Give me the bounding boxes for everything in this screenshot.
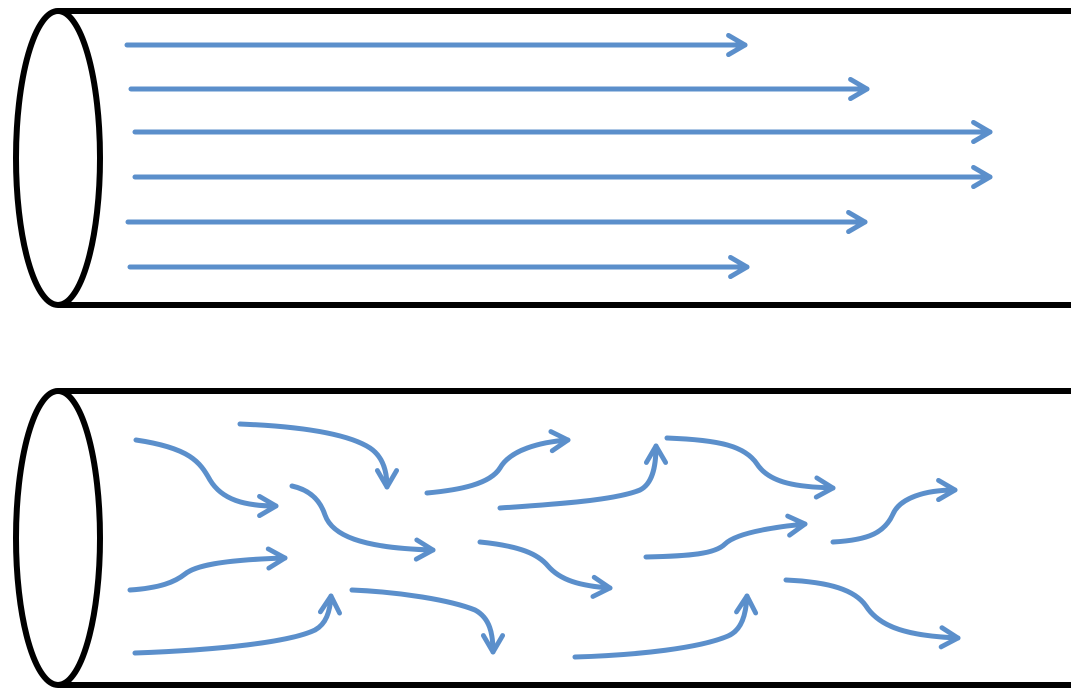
pipe-body	[13, 8, 1071, 308]
turbulent-arrow	[132, 593, 342, 656]
laminar-pipe	[13, 8, 1071, 308]
turbulent-arrow	[497, 443, 669, 511]
turbulent-arrow	[349, 587, 506, 655]
turbulent-arrow	[783, 577, 961, 650]
turbulent-arrow	[133, 437, 279, 519]
pipe-body	[13, 388, 1071, 688]
turbulent-arrow	[477, 539, 613, 599]
turbulent-arrow	[830, 477, 958, 545]
turbulent-arrow	[664, 435, 836, 500]
turbulent-arrow	[289, 483, 436, 562]
turbulent-arrow	[127, 546, 288, 593]
turbulent-arrow	[643, 513, 808, 560]
turbulent-arrow	[237, 421, 400, 490]
laminar-arrows	[124, 32, 993, 280]
turbulent-pipe	[13, 388, 1071, 688]
turbulent-arrows	[127, 421, 961, 660]
turbulent-arrow	[424, 429, 571, 496]
turbulent-arrow	[572, 593, 759, 660]
